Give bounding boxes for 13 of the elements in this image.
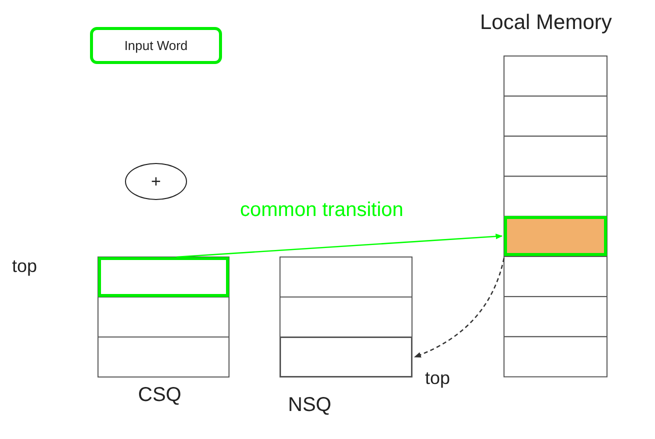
- memory-cell: [504, 216, 607, 256]
- operator-ellipse: +: [125, 163, 187, 200]
- stack-cell: [280, 337, 412, 377]
- edge-label: common transition: [240, 199, 404, 222]
- stack-label: CSQ: [138, 384, 182, 407]
- heading: Local Memory: [480, 11, 612, 35]
- arrow: [414, 258, 505, 358]
- pointer-label: top: [425, 368, 450, 389]
- input-box: Input Word: [90, 27, 222, 64]
- stack-cell: [98, 257, 229, 297]
- arrow: [176, 234, 503, 258]
- stack-label: NSQ: [288, 394, 332, 417]
- pointer-label: top: [12, 256, 38, 277]
